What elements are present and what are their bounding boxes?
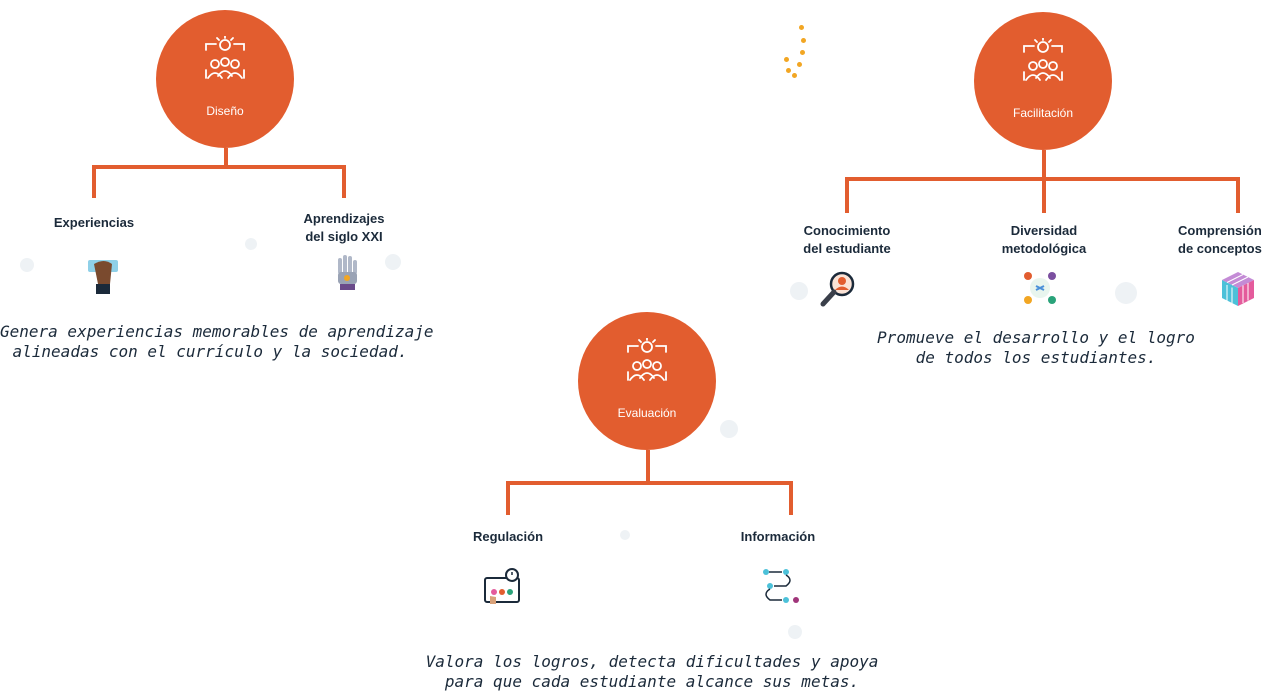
background-dot <box>1115 282 1137 304</box>
background-dot <box>788 625 802 639</box>
branch-comprension: Comprensión de conceptos <box>1178 223 1262 256</box>
hand-tablet-icon <box>88 260 118 294</box>
connector-line <box>789 481 793 515</box>
connector-line <box>92 165 96 198</box>
connector-line <box>646 450 650 484</box>
robot-hand-icon <box>338 255 357 290</box>
background-dot <box>620 530 630 540</box>
evaluacion-description: Valora los logros, detecta dificultades … <box>425 652 879 691</box>
facilitacion-title: Facilitación <box>1012 106 1074 120</box>
diseno-circle: Diseño <box>156 10 294 148</box>
evaluacion-title: Evaluación <box>617 406 677 420</box>
connector-line <box>506 481 510 515</box>
facilitacion-circle: Facilitación <box>974 12 1112 150</box>
background-dot <box>790 282 808 300</box>
background-dot <box>720 420 738 438</box>
teacher-students-icon <box>627 338 667 381</box>
evaluacion-circle: Evaluación <box>578 312 716 450</box>
teacher-students-icon <box>1023 38 1063 81</box>
connector-line <box>92 165 346 169</box>
connector-line <box>1042 177 1046 213</box>
branch-conocimiento: Conocimiento del estudiante <box>803 223 891 256</box>
background-dot <box>245 238 257 250</box>
branch-informacion: Información <box>740 529 816 544</box>
branch-diversidad: Diversidad metodológica <box>1001 223 1087 256</box>
teacher-students-icon <box>205 36 245 79</box>
branch-regulacion: Regulación <box>472 529 544 544</box>
background-dot <box>20 258 34 272</box>
people-circle-icon <box>1024 272 1056 304</box>
branch-experiencias: Experiencias <box>53 215 135 230</box>
branch-aprendizajes: Aprendizajes del siglo XXI <box>303 211 385 244</box>
connector-line <box>224 148 228 168</box>
connector-line <box>845 177 849 213</box>
background-dot <box>385 254 401 270</box>
timer-board-icon <box>484 568 520 604</box>
connector-line <box>506 481 793 485</box>
diseno-description: Genera experiencias memorables de aprend… <box>0 322 434 361</box>
connector-line <box>1042 150 1046 180</box>
magnifier-student-icon <box>820 271 855 307</box>
diseno-title: Diseño <box>206 104 244 118</box>
facilitacion-description: Promueve el desarrollo y el logro de tod… <box>877 328 1195 367</box>
connector-line <box>342 165 346 198</box>
flow-arrows-icon <box>763 569 799 603</box>
connector-line <box>1236 177 1240 213</box>
rubik-cube-icon <box>1222 272 1254 306</box>
